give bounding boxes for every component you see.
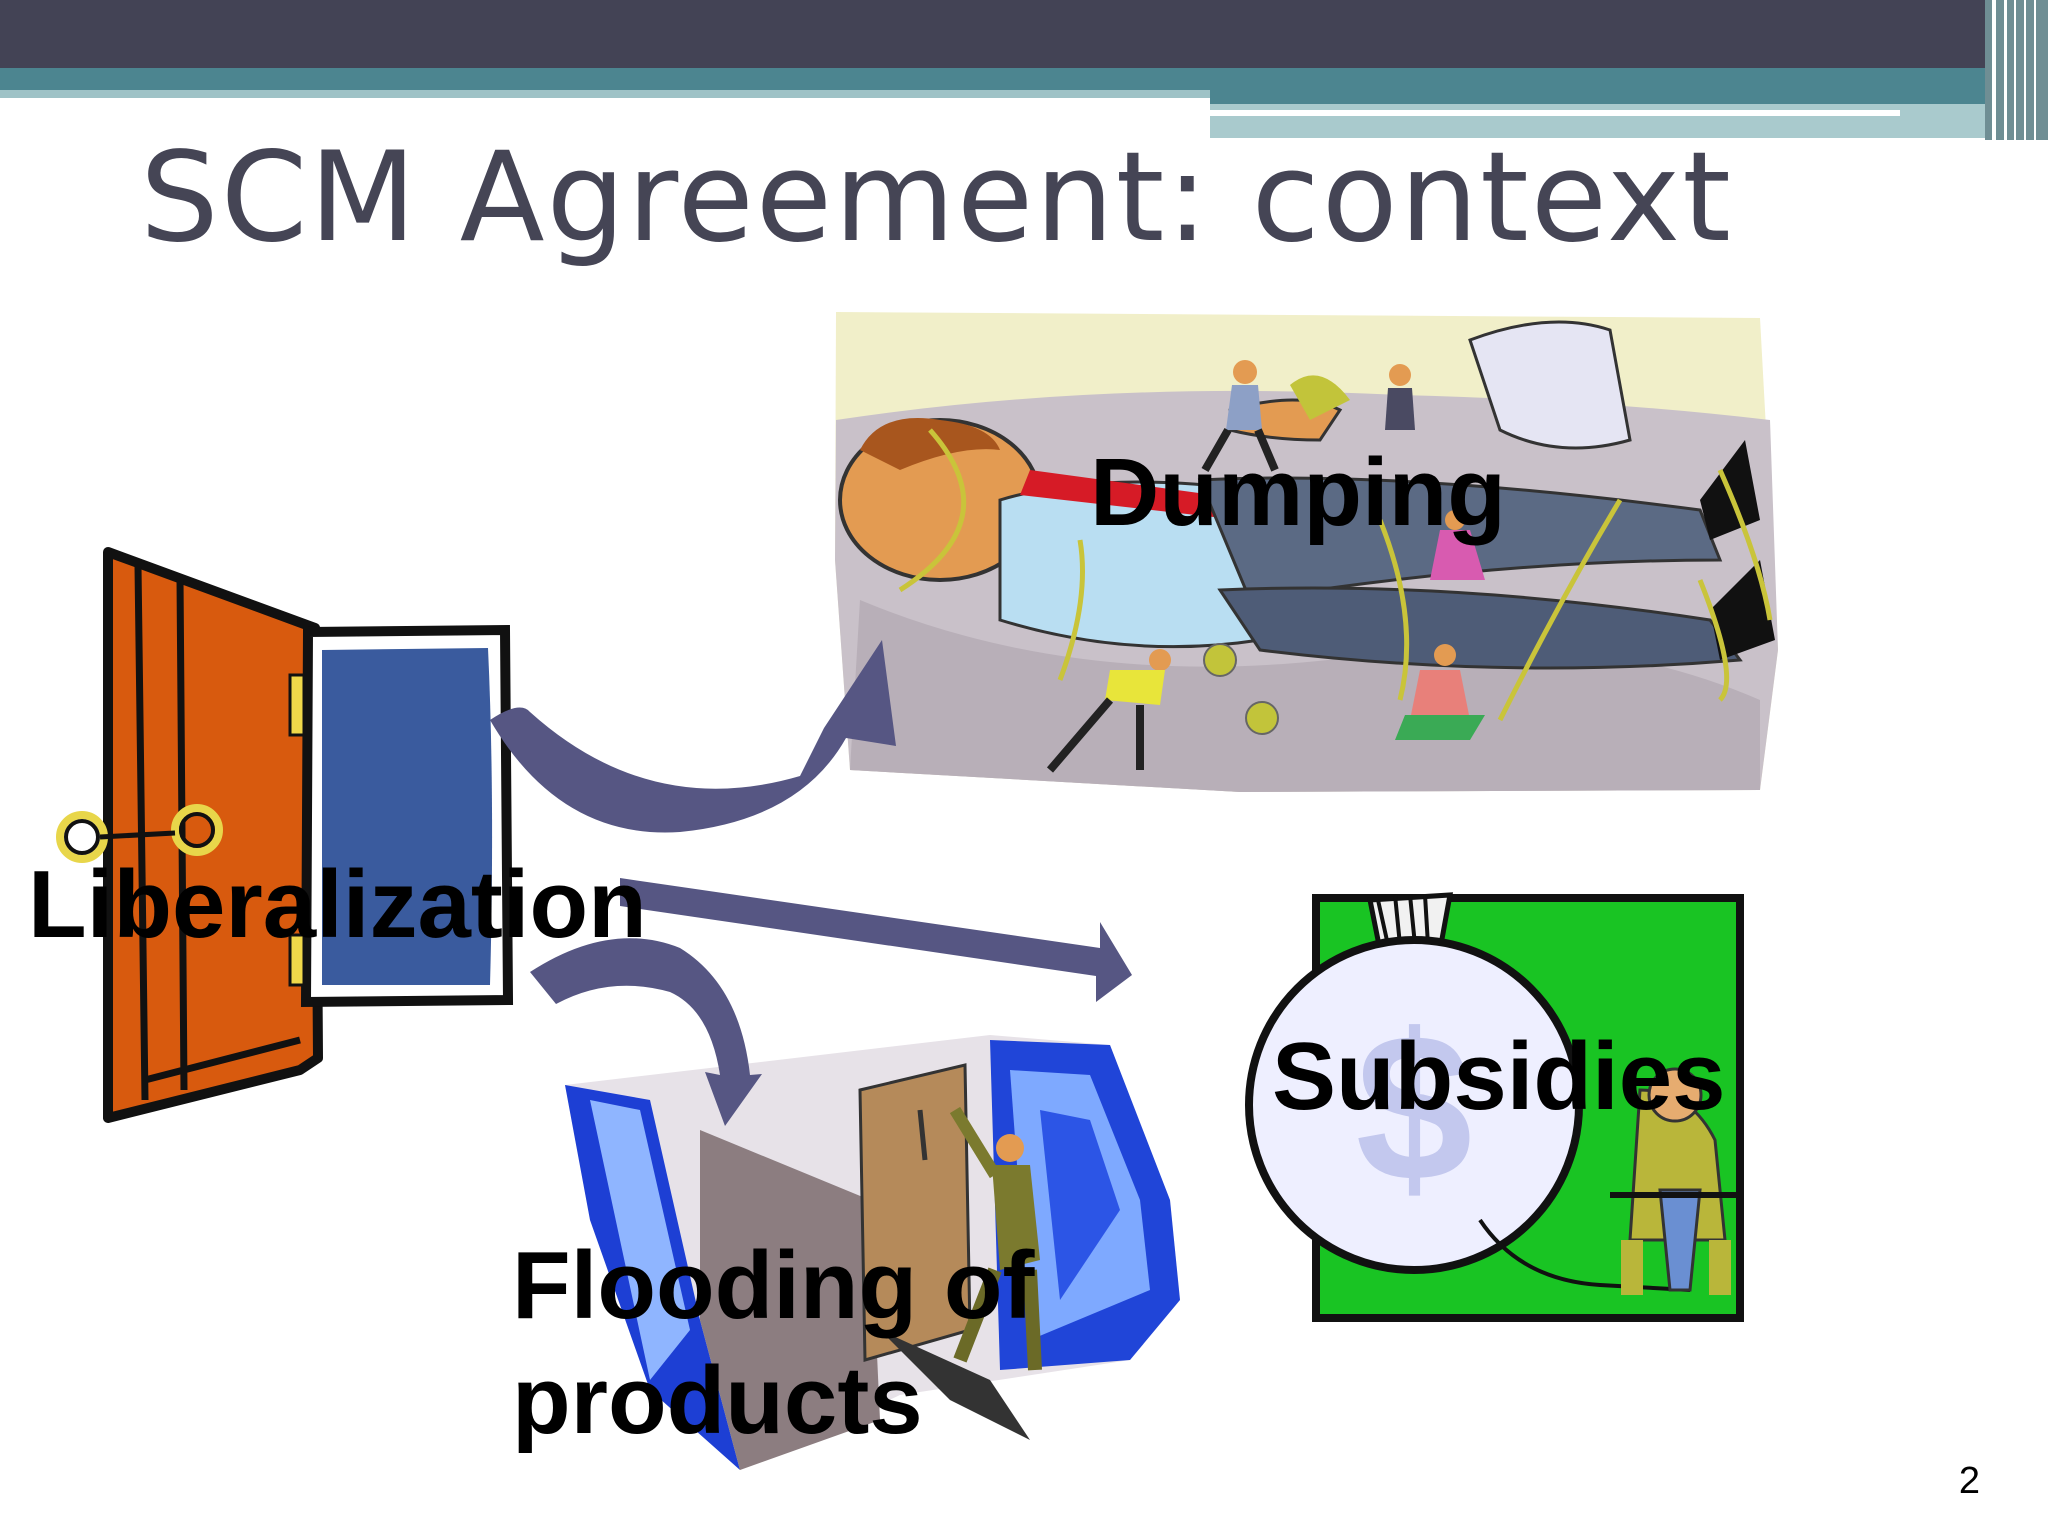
straight-arrow-icon bbox=[620, 878, 1132, 1002]
giant-tied-down-clipart bbox=[835, 312, 1778, 792]
arrows bbox=[490, 640, 1132, 1126]
liberalization-label: Liberalization bbox=[28, 851, 647, 958]
page-title: SCM Agreement: context bbox=[140, 126, 1733, 270]
flooding-label-line1: Flooding of bbox=[512, 1232, 1035, 1339]
money-bag-pump-clipart: $ bbox=[1245, 892, 1744, 1322]
header-bar bbox=[0, 0, 2048, 140]
page-number: 2 bbox=[1958, 1460, 1980, 1502]
curved-arrow-icon bbox=[530, 938, 762, 1126]
svg-text:$: $ bbox=[1356, 990, 1473, 1225]
flooded-room-clipart bbox=[565, 1035, 1180, 1470]
dumping-label: Dumping bbox=[1090, 439, 1506, 546]
open-door-icon bbox=[56, 547, 514, 1123]
flooding-label: Flooding of products bbox=[512, 1228, 1092, 1458]
curved-arrow-icon bbox=[490, 640, 896, 833]
subsidies-label: Subsidies bbox=[1272, 1023, 1726, 1130]
flooding-label-line2: products bbox=[512, 1347, 923, 1454]
